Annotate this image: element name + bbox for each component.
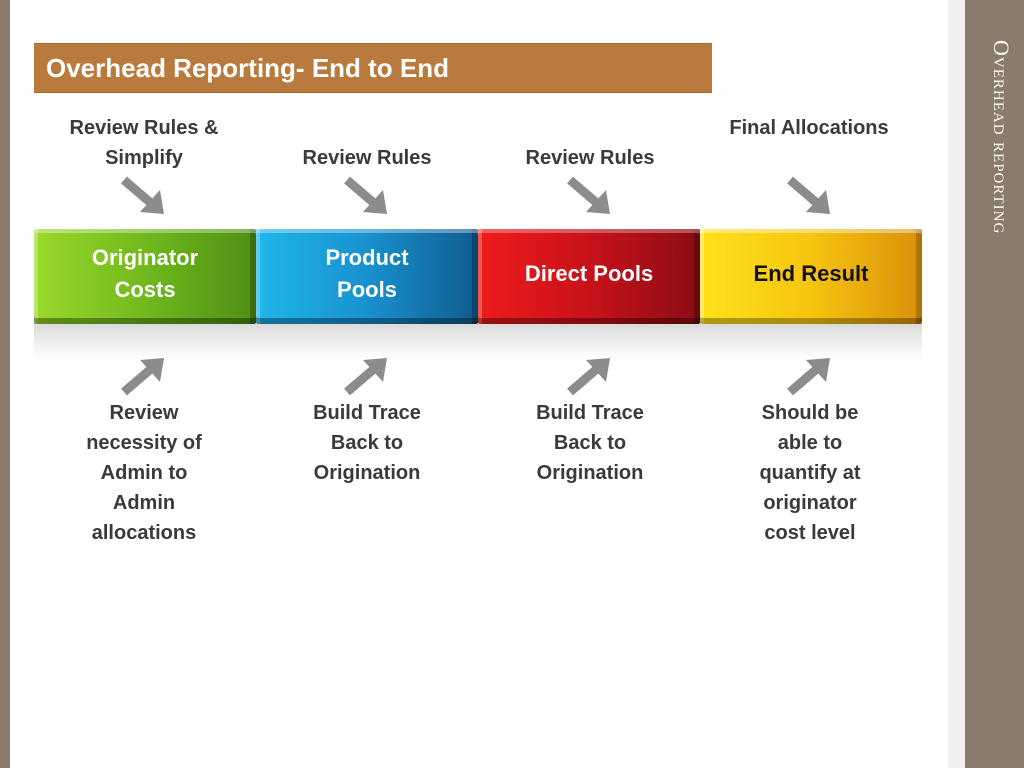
title-bar: Overhead Reporting- End to End — [34, 43, 712, 93]
stage-label: Originator Costs — [91, 244, 199, 302]
stage-product-pools: Product Pools — [256, 229, 478, 324]
top-note-direct-pools: Review Rules — [525, 147, 655, 169]
slide-title: Overhead Reporting- End to End — [46, 53, 450, 83]
side-title: Overhead reporting — [989, 40, 1014, 235]
stage-label: Product Pools — [325, 244, 409, 302]
top-note-originator: Review Rules & Simplify — [69, 117, 219, 169]
top-note-end-result: Final Allocations — [729, 117, 889, 139]
bottom-note-originator: Review necessity of Admin to Admin alloc… — [86, 402, 202, 544]
stage-end-result: End Result — [700, 229, 922, 324]
top-note-product-pools: Review Rules — [302, 147, 432, 169]
side-title-bar — [965, 0, 1024, 768]
stage-label: Direct Pools — [524, 260, 654, 286]
stage-originator-costs: Originator Costs — [34, 229, 256, 324]
stage-direct-pools: Direct Pools — [478, 229, 700, 324]
bottom-note-end-result: Should be able to quantify at originator… — [759, 402, 861, 544]
left-border-bar — [0, 0, 10, 768]
bottom-note-direct-pools: Build Trace Back to Origination — [536, 402, 644, 484]
bottom-note-product-pools: Build Trace Back to Origination — [313, 402, 421, 484]
stage-label: End Result — [753, 260, 869, 286]
process-band: Originator Costs Product Pools Direct Po… — [34, 229, 922, 324]
right-edge-strip — [948, 0, 965, 768]
band-reflection — [34, 324, 922, 358]
